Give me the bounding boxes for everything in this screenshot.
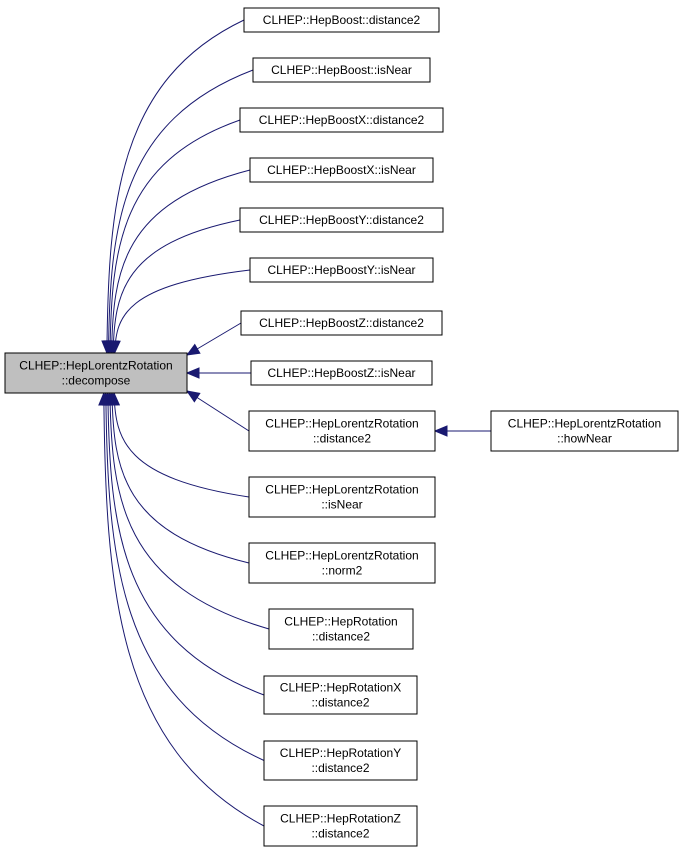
edge-boosty-distance2	[107, 219, 241, 355]
arrow-head	[109, 340, 121, 355]
edge-boostz-distance2	[185, 322, 242, 356]
edge-line	[114, 269, 251, 354]
edge-boost-isnear	[102, 69, 254, 355]
node-label-line: CLHEP::HepLorentzRotation	[508, 417, 661, 431]
node-boostx-isnear[interactable]: CLHEP::HepBoostX::isNear	[249, 157, 434, 183]
node-label-line: ::decompose	[62, 374, 131, 388]
node-box	[249, 257, 434, 283]
node-lorentzrotation-distance2[interactable]: CLHEP::HepLorentzRotation::distance2	[248, 410, 436, 452]
node-root-decompose[interactable]: CLHEP::HepLorentzRotation::decompose	[4, 352, 188, 394]
call-edges	[98, 19, 491, 827]
node-boosty-isnear[interactable]: CLHEP::HepBoostY::isNear	[249, 257, 434, 283]
edge-line	[109, 119, 241, 354]
node-rotationy-distance2[interactable]: CLHEP::HepRotationY::distance2	[263, 740, 418, 781]
node-label-line: CLHEP::HepBoostX::isNear	[267, 163, 416, 177]
node-rotationx-distance2[interactable]: CLHEP::HepRotationX::distance2	[263, 675, 418, 715]
node-box	[263, 805, 418, 847]
node-box	[4, 352, 188, 394]
node-label-line: CLHEP::HepBoostY::isNear	[267, 263, 415, 277]
node-label-line: CLHEP::HepLorentzRotation	[265, 417, 418, 431]
arrow-head	[98, 391, 110, 406]
node-label-line: CLHEP::HepRotationZ	[280, 812, 401, 826]
node-label-line: CLHEP::HepBoostX::distance2	[259, 113, 425, 127]
node-label-line: ::distance2	[311, 761, 369, 775]
node-box	[249, 157, 434, 183]
node-label-line: CLHEP::HepLorentzRotation	[265, 483, 418, 497]
edge-line	[112, 219, 241, 354]
node-label-line: CLHEP::HepBoostY::distance2	[259, 213, 424, 227]
node-box	[250, 360, 433, 386]
node-box	[239, 107, 444, 133]
node-boosty-distance2[interactable]: CLHEP::HepBoostY::distance2	[239, 207, 444, 233]
node-label-line: ::howNear	[557, 432, 612, 446]
node-box	[248, 542, 436, 584]
node-box	[240, 310, 443, 336]
node-label-line: ::distance2	[313, 432, 371, 446]
node-boostz-isnear[interactable]: CLHEP::HepBoostZ::isNear	[250, 360, 433, 386]
node-rotationz-distance2[interactable]: CLHEP::HepRotationZ::distance2	[263, 805, 418, 847]
node-box	[248, 410, 436, 452]
node-box	[263, 740, 418, 781]
edge-rotationy-distance2	[100, 391, 265, 761]
node-rotation-distance2[interactable]: CLHEP::HepRotation::distance2	[268, 608, 414, 650]
arrow-head	[185, 367, 200, 379]
arrow-head	[185, 390, 201, 403]
node-box	[263, 675, 418, 715]
node-box	[268, 608, 414, 650]
edge-line	[105, 392, 265, 761]
node-label-line: CLHEP::HepBoostZ::isNear	[267, 366, 415, 380]
edge-line	[111, 169, 251, 354]
node-lorentzrotation-hownear[interactable]: CLHEP::HepLorentzRotation::howNear	[490, 410, 679, 452]
node-label-line: CLHEP::HepBoost::distance2	[263, 13, 421, 27]
arrow-head	[185, 343, 201, 356]
node-lorentzrotation-norm2[interactable]: CLHEP::HepLorentzRotation::norm2	[248, 542, 436, 584]
node-label-line: CLHEP::HepRotationX	[280, 681, 401, 695]
node-box	[252, 57, 431, 83]
edge-line	[107, 69, 254, 354]
node-label-line: CLHEP::HepBoostZ::distance2	[259, 316, 424, 330]
edge-line	[106, 19, 245, 354]
node-box	[243, 7, 440, 33]
node-label-line: ::distance2	[311, 827, 369, 841]
node-label-line: CLHEP::HepRotationY	[280, 746, 401, 760]
edge-line	[107, 392, 265, 696]
node-box	[248, 476, 436, 518]
node-label-line: ::norm2	[322, 564, 363, 578]
edge-lorentzrotation-isnear	[108, 391, 250, 498]
node-boostz-distance2[interactable]: CLHEP::HepBoostZ::distance2	[240, 310, 443, 336]
node-label-line: CLHEP::HepBoost::isNear	[271, 63, 412, 77]
arrow-head	[433, 425, 448, 437]
edge-lorentzrotation-hownear	[433, 425, 491, 437]
node-boostx-distance2[interactable]: CLHEP::HepBoostX::distance2	[239, 107, 444, 133]
edge-rotationx-distance2	[102, 391, 265, 696]
node-label-line: ::isNear	[321, 498, 362, 512]
node-label-line: CLHEP::HepLorentzRotation	[19, 359, 172, 373]
edge-line	[111, 392, 250, 564]
edge-boostz-isnear	[185, 367, 251, 379]
edge-line	[113, 392, 250, 498]
edge-rotationz-distance2	[98, 391, 265, 827]
edge-boost-distance2	[101, 19, 245, 355]
node-box	[490, 410, 679, 452]
node-label-line: ::distance2	[311, 696, 369, 710]
edge-boostx-isnear	[106, 169, 251, 355]
node-box	[239, 207, 444, 233]
node-label-line: ::distance2	[312, 630, 370, 644]
node-lorentzrotation-isnear[interactable]: CLHEP::HepLorentzRotation::isNear	[248, 476, 436, 518]
node-label-line: CLHEP::HepLorentzRotation	[265, 549, 418, 563]
edge-lorentzrotation-norm2	[106, 391, 250, 564]
edge-boosty-isnear	[109, 269, 251, 355]
node-boost-isnear[interactable]: CLHEP::HepBoost::isNear	[252, 57, 431, 83]
edge-line	[109, 392, 270, 630]
node-boost-distance2[interactable]: CLHEP::HepBoost::distance2	[243, 7, 440, 33]
edge-lorentzrotation-distance2	[185, 390, 250, 432]
call-nodes: CLHEP::HepLorentzRotation::decomposeCLHE…	[4, 7, 679, 847]
node-label-line: CLHEP::HepRotation	[284, 615, 397, 629]
edge-boostx-distance2	[104, 119, 241, 355]
edge-line	[103, 392, 265, 827]
